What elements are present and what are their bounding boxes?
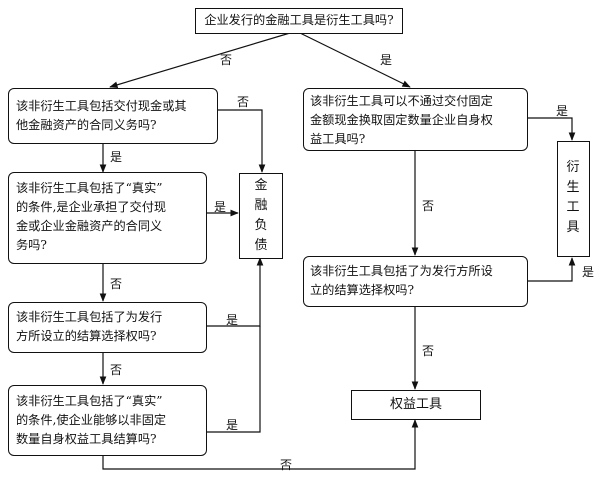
derivative-char-1: 衍: [566, 160, 580, 175]
left-decision-4-text: 该非衍生工具包括了“真实” 的条件,使企业能够以非固定 数量自身权益工具结算吗?: [16, 392, 166, 449]
right1-line-3: 益工具吗?: [310, 132, 366, 146]
left-decision-4-box: [8, 385, 207, 456]
left2-line-1: 该非衍生工具包括了“真实”: [16, 181, 163, 195]
left-decision-2-text: 该非衍生工具包括了“真实” 的条件,是企业承担了交付现 金或企业金融资产的合同义…: [16, 179, 166, 255]
financial-liability-text: 金 融 负 债: [253, 176, 269, 256]
label-right2-no: 否: [422, 344, 435, 358]
label-left3-no: 否: [110, 363, 123, 377]
left3-line-1: 该非衍生工具包括了为发行: [16, 310, 163, 324]
left2-line-2: 的条件,是企业承担了交付现: [16, 200, 167, 214]
label-start-no: 否: [220, 53, 233, 67]
liability-char-1: 金: [254, 178, 268, 193]
left2-line-4: 务吗?: [16, 238, 47, 252]
left-decision-1-box: [8, 88, 218, 144]
edge-right1-to-derivative: [528, 117, 576, 141]
left4-line-3: 数量自身权益工具结算吗?: [16, 432, 157, 446]
derivative-char-3: 工: [566, 200, 580, 215]
left-decision-2-box: [8, 172, 207, 264]
edge-start-to-right: [299, 32, 411, 88]
right2-line-2: 立的结算选择权吗?: [310, 283, 415, 297]
right-decision-1-text: 该非衍生工具可以不通过交付固定 金额现金换取固定数量企业自身权 益工具吗?: [310, 92, 493, 149]
right1-line-2: 金额现金换取固定数量企业自身权: [310, 113, 493, 127]
start-line-1: 企业发行的金融工具是衍生工具吗?: [204, 13, 394, 27]
derivative-box: [557, 141, 590, 257]
left4-line-2: 的条件,使企业能够以非固定: [16, 413, 167, 427]
derivative-char-2: 生: [566, 180, 580, 195]
label-right1-no: 否: [422, 199, 435, 213]
left1-line-2: 他金融资产的合同义务吗?: [16, 118, 157, 132]
left-decision-3-text: 该非衍生工具包括了为发行 方所设立的结算选择权吗?: [16, 308, 162, 346]
edge-left4-to-liability: [207, 326, 261, 433]
left1-line-1: 该非衍生工具包括交付现金或其: [16, 99, 187, 113]
label-right2-yes: 是: [582, 265, 595, 279]
left-decision-3-box: [8, 302, 207, 353]
right-decision-2-box: [303, 256, 528, 307]
derivative-text: 衍 生 工 具: [565, 158, 581, 238]
left4-line-1: 该非衍生工具包括了“真实”: [16, 394, 163, 408]
edge-left4-to-equity: [102, 419, 419, 470]
right1-line-1: 该非衍生工具可以不通过交付固定: [310, 94, 493, 108]
right-decision-2-text: 该非衍生工具包括了为发行方所设 立的结算选择权吗?: [310, 262, 493, 300]
right2-line-1: 该非衍生工具包括了为发行方所设: [310, 264, 493, 278]
liability-char-4: 债: [254, 238, 268, 253]
equity-box: [351, 390, 481, 420]
right-decision-1-box: [303, 88, 528, 151]
edge-left1-to-liability: [218, 109, 266, 173]
label-left4-no: 否: [280, 458, 293, 472]
edge-right2-to-derivative: [528, 257, 576, 282]
label-left1-yes: 是: [110, 150, 123, 164]
left3-line-2: 方所设立的结算选择权吗?: [16, 329, 157, 343]
equity-text: 权益工具: [389, 397, 442, 412]
label-left1-no: 否: [237, 95, 250, 109]
liability-char-3: 负: [254, 218, 268, 233]
label-left2-yes: 是: [214, 200, 227, 214]
financial-liability-box: [239, 173, 283, 259]
derivative-char-4: 具: [566, 220, 580, 235]
left-decision-1-text: 该非衍生工具包括交付现金或其 他金融资产的合同义务吗?: [16, 97, 187, 135]
liability-char-2: 融: [254, 198, 268, 213]
label-left2-no: 否: [110, 277, 123, 291]
label-start-yes: 是: [380, 53, 393, 67]
start-decision-text: 企业发行的金融工具是衍生工具吗?: [195, 11, 403, 30]
start-decision-box: [195, 8, 403, 34]
label-left4-yes: 是: [226, 418, 239, 432]
edge-start-to-left: [109, 32, 291, 89]
label-right1-yes: 是: [556, 104, 569, 118]
label-left3-yes: 是: [226, 313, 239, 327]
left2-line-3: 金或企业金融资产的合同义: [16, 219, 163, 233]
